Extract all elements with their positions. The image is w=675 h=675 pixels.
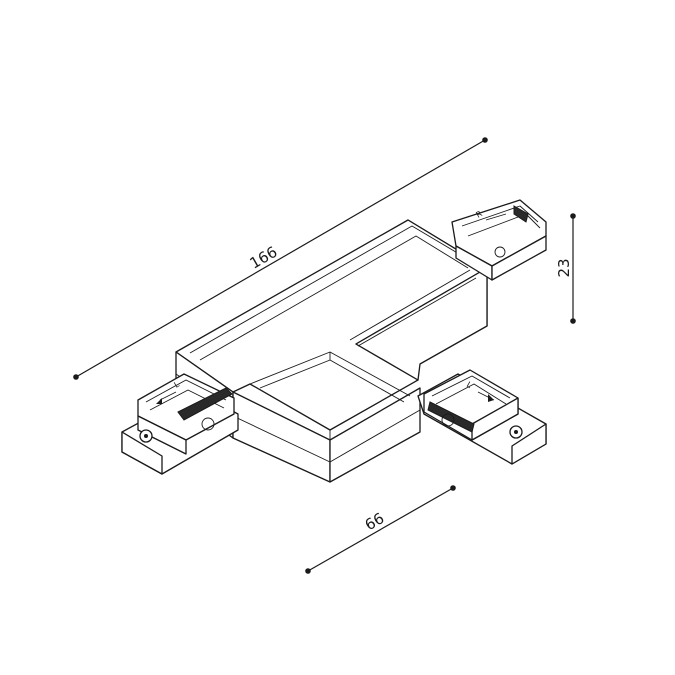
adapter-front-end: L [417,369,547,465]
marking-l-left: L [173,379,182,389]
adapter-right-end: R [451,199,547,281]
t-connector-body [175,219,488,483]
marking-l-front: L [465,380,474,390]
dimension-23: 23 [555,213,576,324]
dimension-height-label: 23 [555,258,573,277]
dimension-66: 66 [305,485,456,574]
dimension-width-label: 66 [362,509,388,534]
adapter-left-end: L [121,373,239,475]
marking-r: R [475,209,485,220]
